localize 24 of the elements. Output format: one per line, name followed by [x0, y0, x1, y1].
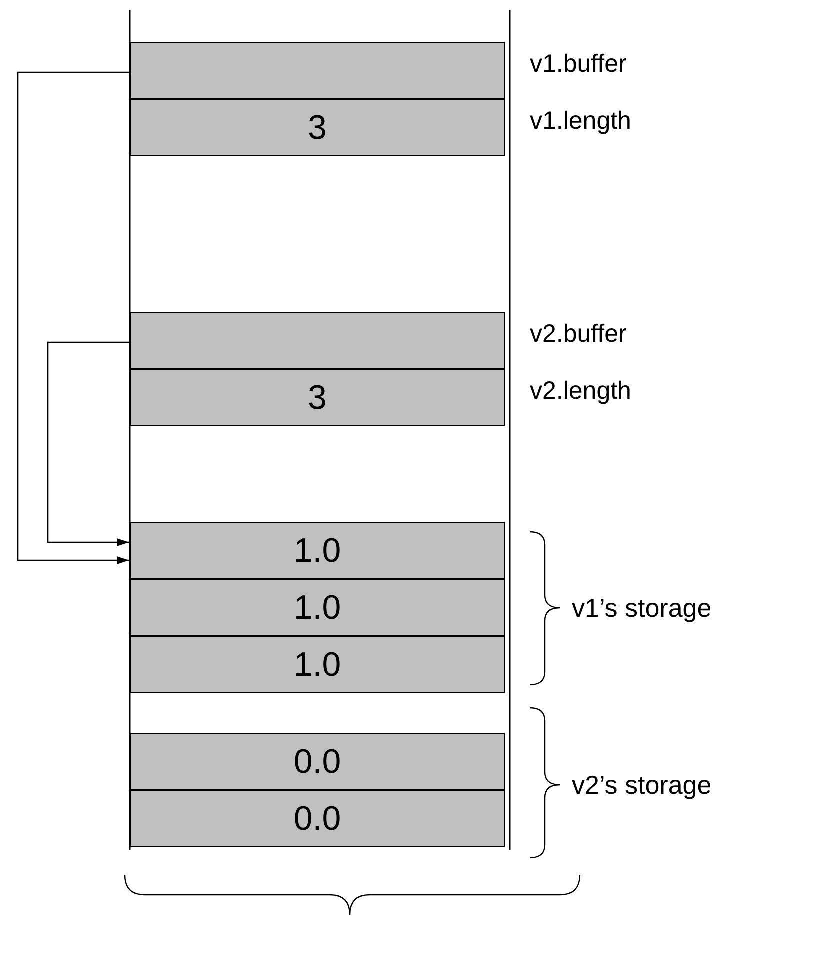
cell-value: 0.0 — [294, 744, 342, 778]
memory-cell — [130, 522, 505, 579]
cell-value: 1.0 — [294, 534, 342, 568]
cell-value: 0.0 — [294, 802, 342, 836]
pointer-arrow — [17, 72, 130, 564]
memory-cell — [130, 579, 505, 636]
memory-cell — [130, 42, 505, 99]
pointer-arrow — [47, 342, 130, 546]
field-label: v1.length — [530, 107, 632, 136]
cell-value: 3 — [308, 110, 327, 144]
cell-value: 3 — [308, 380, 327, 414]
field-label: v2.buffer — [530, 320, 627, 349]
cell-value: 1.0 — [294, 648, 342, 682]
cell-value: 1.0 — [294, 590, 342, 624]
memory-cell — [130, 99, 505, 156]
storage-label: v1’s storage — [572, 593, 712, 624]
field-label: v1.buffer — [530, 50, 627, 79]
memory-cell — [130, 733, 505, 790]
field-label: v2.length — [530, 377, 632, 406]
memory-cell — [130, 312, 505, 369]
memory-cell — [130, 636, 505, 693]
memory-cell — [130, 369, 505, 426]
storage-label: v2’s storage — [572, 770, 712, 801]
memory-cell — [130, 790, 505, 847]
